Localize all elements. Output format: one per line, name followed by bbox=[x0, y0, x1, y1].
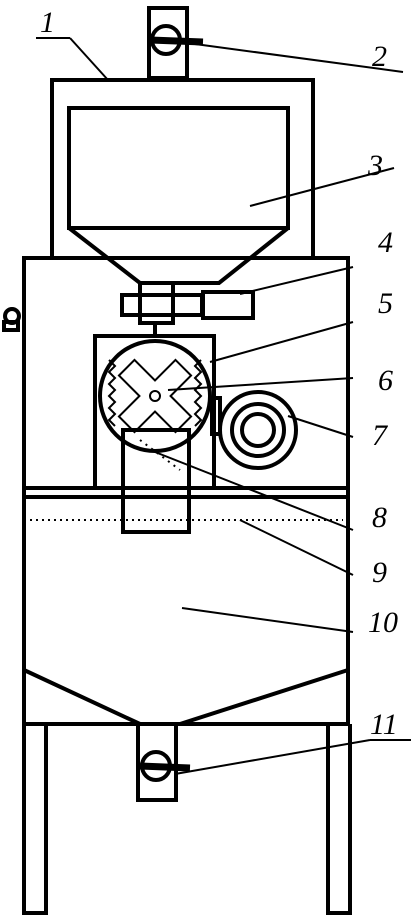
grinding-chamber bbox=[93, 334, 216, 534]
bottom-valve bbox=[136, 722, 191, 802]
top-housing bbox=[50, 78, 315, 258]
label-5: 5 bbox=[378, 287, 393, 320]
label-2: 2 bbox=[372, 40, 387, 73]
leader-lines bbox=[36, 37, 411, 775]
top-valve bbox=[147, 6, 204, 80]
legs bbox=[22, 724, 352, 915]
label-8: 8 bbox=[372, 501, 387, 534]
label-7: 7 bbox=[372, 419, 389, 452]
label-11: 11 bbox=[370, 708, 398, 741]
part-labels: 1 2 3 4 5 6 7 8 9 10 11 bbox=[40, 6, 398, 741]
label-3: 3 bbox=[367, 149, 383, 182]
cross-rotor bbox=[117, 358, 193, 434]
label-4: 4 bbox=[378, 226, 393, 259]
label-1: 1 bbox=[40, 6, 55, 39]
hopper bbox=[67, 106, 290, 285]
outlet-valve-assembly bbox=[120, 281, 255, 336]
label-6: 6 bbox=[378, 364, 393, 397]
label-10: 10 bbox=[368, 606, 398, 639]
main-cabinet bbox=[22, 256, 350, 726]
side-knob bbox=[2, 307, 21, 332]
motor bbox=[210, 390, 298, 470]
label-9: 9 bbox=[372, 556, 387, 589]
